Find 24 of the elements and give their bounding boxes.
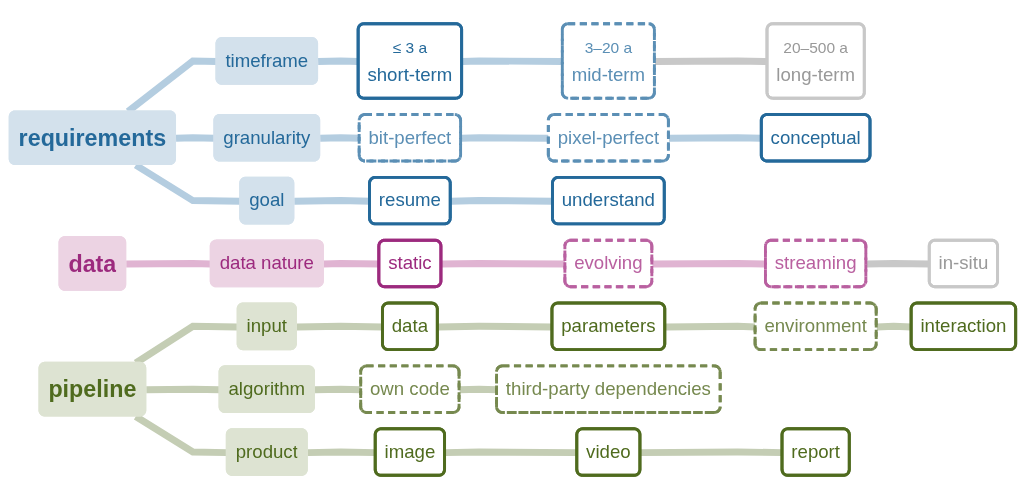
connector [450, 197, 554, 205]
connector [640, 448, 783, 457]
connector [126, 260, 212, 268]
connector [866, 260, 930, 268]
connector [462, 57, 563, 65]
connector [318, 57, 359, 65]
connector [323, 260, 380, 268]
connector [294, 197, 371, 205]
connector [652, 260, 767, 268]
connector [654, 57, 768, 65]
connector [296, 322, 384, 331]
connector [437, 322, 553, 331]
connector [461, 134, 549, 142]
connector [445, 448, 578, 457]
connector [307, 448, 376, 457]
connector [665, 322, 756, 331]
connector [320, 134, 360, 142]
connector [175, 134, 215, 142]
connector [314, 385, 362, 394]
connector [146, 385, 220, 394]
connector [668, 134, 762, 142]
connector [876, 322, 912, 331]
connector [459, 385, 498, 394]
connector [441, 260, 566, 268]
